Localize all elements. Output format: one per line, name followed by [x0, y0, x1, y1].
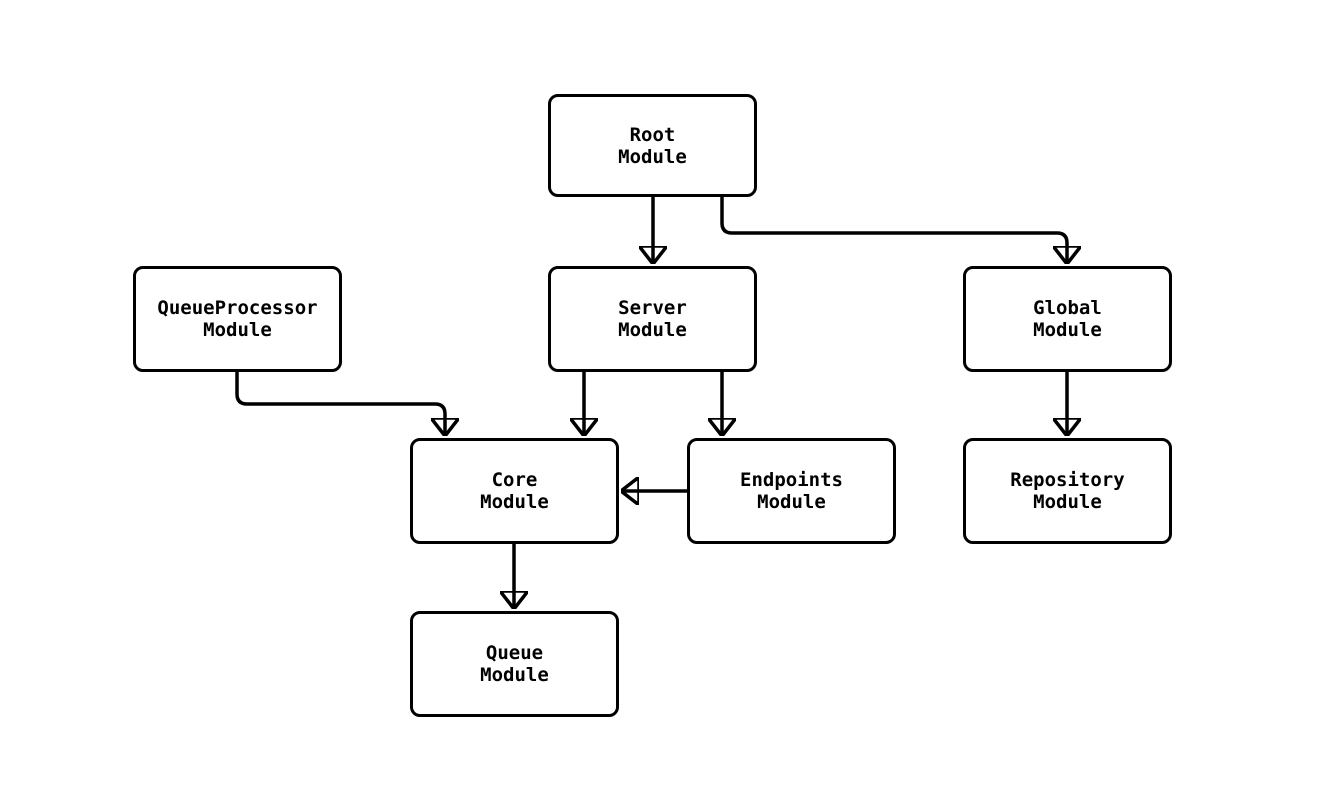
node-label-line2: Module	[203, 319, 272, 341]
node-label-line1: Global	[1033, 297, 1102, 319]
node-queue-module: Queue Module	[410, 611, 619, 717]
node-label-line2: Module	[480, 491, 549, 513]
node-repository-module: Repository Module	[963, 438, 1172, 544]
node-core-module: Core Module	[410, 438, 619, 544]
node-label-line2: Module	[618, 145, 687, 168]
node-label-line2: Module	[618, 319, 687, 341]
node-label-line1: Endpoints	[740, 469, 843, 491]
edge-root-to-global	[720, 197, 1067, 263]
node-endpoints-module: Endpoints Module	[687, 438, 896, 544]
node-label-line1: Root	[629, 123, 676, 146]
node-global-module: Global Module	[963, 266, 1172, 372]
node-label-line2: Module	[757, 491, 826, 513]
node-server-module: Server Module	[548, 266, 757, 372]
node-label-line1: QueueProcessor	[157, 297, 318, 319]
node-root-module: Root Module	[548, 94, 757, 197]
node-label-line1: Core	[491, 469, 538, 491]
edge-queueprocessor-to-core	[235, 372, 445, 435]
node-label-line2: Module	[1033, 319, 1102, 341]
node-label-line2: Module	[480, 664, 549, 686]
node-queueprocessor-module: QueueProcessor Module	[133, 266, 342, 372]
node-label-line1: Repository	[1010, 469, 1125, 491]
node-label-line1: Queue	[485, 642, 544, 664]
node-label-line1: Server	[618, 297, 687, 319]
node-label-line2: Module	[1033, 491, 1102, 513]
